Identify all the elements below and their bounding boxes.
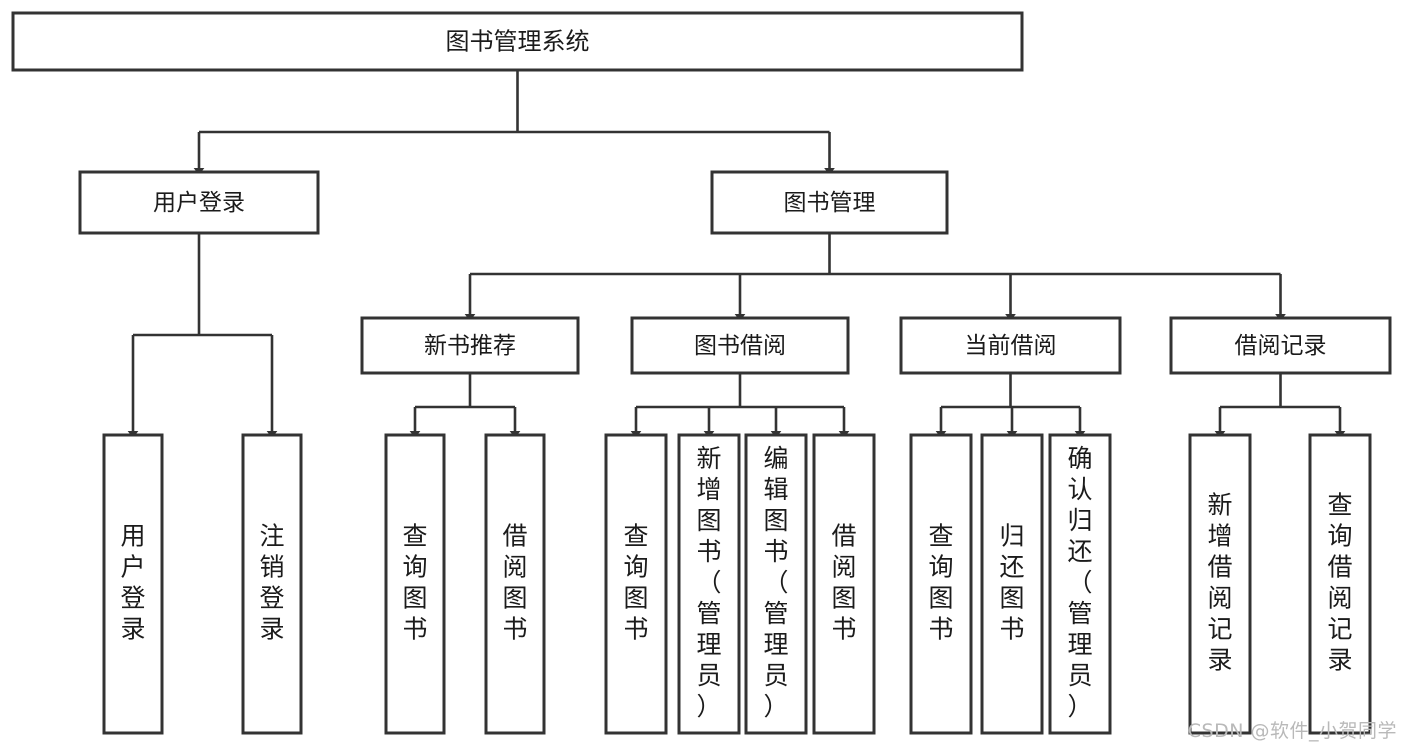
node-label: 图书管理: [784, 190, 876, 216]
node-leaf-3[interactable]: 借阅图书: [484, 433, 546, 735]
node-leaf-12[interactable]: 查询借阅记录: [1308, 433, 1372, 735]
node-leaf-10[interactable]: 确认归还（管理员）: [1048, 433, 1112, 735]
node-label-vertical: 用户登录: [120, 522, 145, 644]
node-label-vertical: 编辑图书（管理员）: [763, 444, 788, 721]
node-label: 当前借阅: [965, 333, 1057, 359]
node-leaf-11[interactable]: 新增借阅记录: [1188, 433, 1252, 735]
node-leaf-2[interactable]: 查询图书: [384, 433, 446, 735]
node-level3-1[interactable]: 图书借阅: [630, 316, 850, 375]
node-level3-2[interactable]: 当前借阅: [899, 316, 1122, 375]
node-label-vertical: 新增图书（管理员）: [696, 444, 721, 721]
node-leaf-7[interactable]: 借阅图书: [812, 433, 876, 735]
node-label-vertical: 新增借阅记录: [1207, 491, 1232, 675]
node-leaf-1[interactable]: 注销登录: [241, 433, 303, 735]
node-leaf-9[interactable]: 归还图书: [980, 433, 1044, 735]
node-label: 借阅记录: [1235, 333, 1327, 359]
node-label: 新书推荐: [424, 333, 516, 359]
node-label-vertical: 借阅图书: [831, 522, 856, 644]
node-label-vertical: 注销登录: [259, 522, 284, 644]
node-level2-1[interactable]: 图书管理: [710, 170, 949, 235]
node-layer: 图书管理系统用户登录图书管理新书推荐图书借阅当前借阅借阅记录用户登录注销登录查询…: [11, 11, 1392, 735]
node-leaf-6[interactable]: 编辑图书（管理员）: [744, 433, 808, 735]
watermark-text: CSDN @软件_小贺同学: [1187, 720, 1397, 742]
node-level3-3[interactable]: 借阅记录: [1169, 316, 1392, 375]
node-label: 图书借阅: [694, 333, 786, 359]
node-label-vertical: 查询图书: [928, 522, 953, 644]
node-label-vertical: 查询借阅记录: [1327, 491, 1352, 675]
connector-layer: [127, 70, 1346, 438]
node-label: 图书管理系统: [446, 28, 590, 56]
node-label: 用户登录: [153, 190, 245, 216]
node-label-vertical: 查询图书: [623, 522, 648, 644]
node-leaf-4[interactable]: 查询图书: [604, 433, 668, 735]
node-label-vertical: 查询图书: [402, 522, 427, 644]
node-label-vertical: 确认归还（管理员）: [1067, 444, 1092, 721]
node-label-vertical: 归还图书: [999, 522, 1024, 644]
node-title[interactable]: 图书管理系统: [11, 11, 1024, 72]
node-leaf-8[interactable]: 查询图书: [909, 433, 973, 735]
node-level3-0[interactable]: 新书推荐: [360, 316, 580, 375]
node-leaf-5[interactable]: 新增图书（管理员）: [677, 433, 741, 735]
node-level2-0[interactable]: 用户登录: [78, 170, 320, 235]
node-label-vertical: 借阅图书: [502, 522, 527, 644]
node-leaf-0[interactable]: 用户登录: [102, 433, 164, 735]
